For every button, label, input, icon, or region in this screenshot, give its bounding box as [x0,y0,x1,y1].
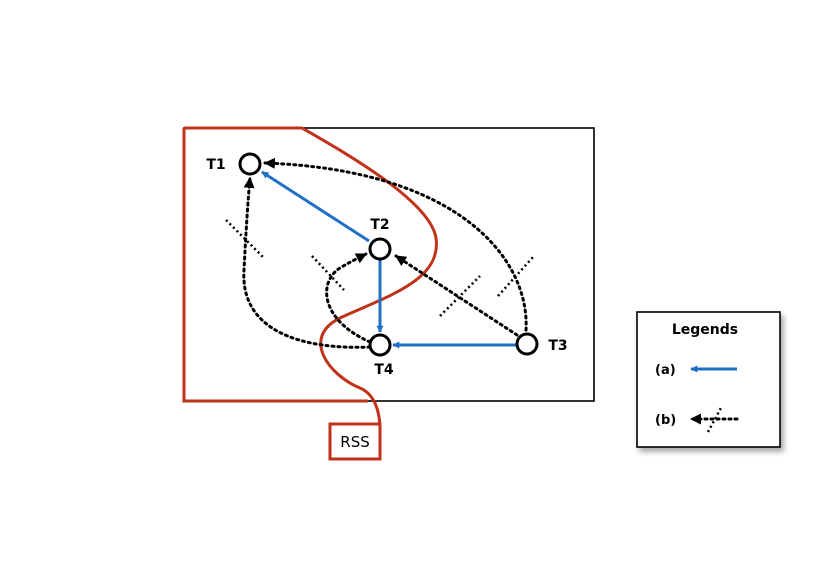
node-label-t3: T3 [548,338,567,354]
node-t4 [368,333,392,357]
dotted-edge-t3-t2 [394,254,519,337]
dotted-edge-t4-t1 [242,176,372,349]
node-t1 [238,152,262,176]
dotted-edge-t4-t2 [325,252,372,344]
legend: Legends (a) (b) [636,311,781,448]
node-label-t1: T1 [206,157,225,173]
node-t3 [515,332,539,356]
rss-label: RSS [340,433,369,451]
cut-mark-t4-t1 [225,219,265,259]
legend-title: Legends [672,322,738,338]
legend-label-a: (a) [655,363,676,378]
cut-mark-t3-t2 [439,275,481,317]
cut-mark-t3-t1 [497,255,535,297]
rss-boundary-curve [182,126,438,431]
node-label-t4: T4 [374,362,394,378]
legend-box [636,311,781,448]
rss-box [328,422,382,461]
legend-label-b: (b) [655,413,676,428]
node-label-t2: T2 [370,217,389,233]
node-t2 [368,237,392,261]
dotted-edge-t3-t1 [263,157,528,332]
solid-edge-t2-t1 [261,170,370,243]
